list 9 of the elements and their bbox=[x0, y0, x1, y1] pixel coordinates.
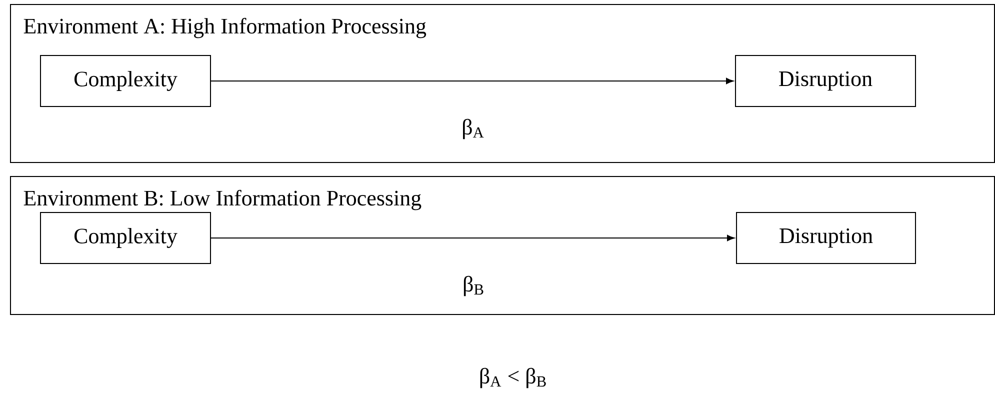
arrow bbox=[210, 78, 734, 84]
edge-label: β$_{A}$ bbox=[463, 118, 484, 140]
box: Disruption bbox=[736, 212, 916, 264]
arrow bbox=[210, 234, 735, 242]
box: Complexity bbox=[40, 212, 211, 264]
note: β$_{A}$ < β$_{B}$ bbox=[480, 368, 546, 388]
box: Complexity bbox=[40, 55, 211, 107]
edge-label: β$_{B}$ bbox=[464, 276, 484, 296]
box: Disruption bbox=[735, 55, 916, 107]
